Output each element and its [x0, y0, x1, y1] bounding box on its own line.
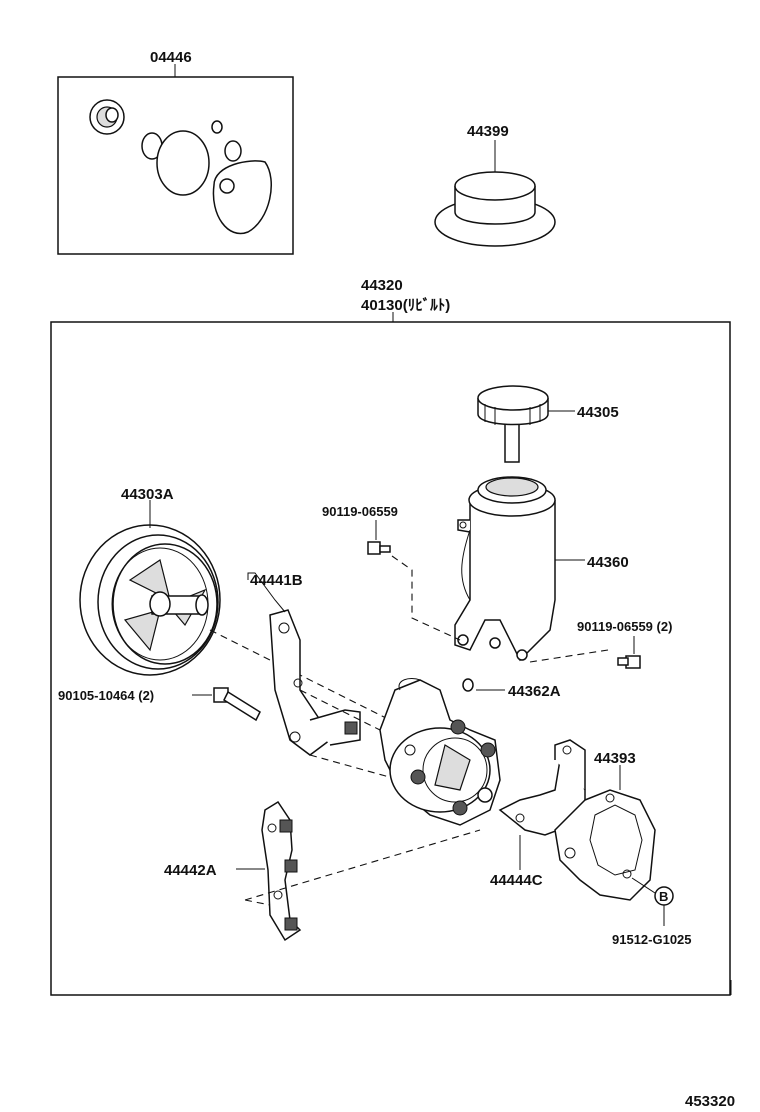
- label-bolt-left: 90105-10464 (2): [58, 688, 154, 703]
- label-pulley: 44303A: [121, 486, 174, 503]
- label-bracket-b: 44441B: [250, 572, 303, 589]
- label-gasket-plate: 44393: [594, 750, 636, 767]
- pump-body-icon: [379, 677, 501, 826]
- assembly-frame: [50, 321, 731, 996]
- label-bolt-right: 90119-06559 (2): [577, 619, 672, 634]
- label-pump-reman: 40130(ﾘﾋﾞﾙﾄ): [361, 296, 450, 314]
- label-cap-cover: 44399: [467, 123, 509, 140]
- label-stud: 91512-G1025: [612, 932, 692, 947]
- label-gasket-kit: 04446: [150, 49, 192, 66]
- label-bracket-a: 44442A: [164, 862, 217, 879]
- bolt-right-icon: [617, 655, 641, 669]
- label-bracket-c: 44444C: [490, 872, 543, 889]
- bolt-left-icon: [213, 687, 261, 722]
- pulley-icon: [79, 524, 221, 676]
- reservoir-cap-icon: [477, 385, 549, 463]
- label-reservoir-cap: 44305: [577, 404, 619, 421]
- bolt-upper-icon: [367, 541, 391, 555]
- label-reservoir: 44360: [587, 554, 629, 571]
- bracket-b-icon: [269, 609, 361, 756]
- figure-number: 453320: [685, 1093, 735, 1110]
- label-o-ring: 44362A: [508, 683, 561, 700]
- cap-cover-icon: [434, 171, 556, 247]
- gasket-plate-icon: [554, 789, 656, 901]
- reservoir-icon: [454, 476, 556, 662]
- bracket-c-icon: [498, 739, 586, 836]
- o-ring-icon: [462, 678, 474, 692]
- gasket-kit-box: [57, 64, 294, 255]
- bracket-a-icon: [261, 800, 302, 942]
- label-bolt-upper: 90119-06559: [322, 504, 398, 519]
- label-pump-assy: 44320: [361, 277, 403, 294]
- label-marker-b: B: [659, 889, 668, 904]
